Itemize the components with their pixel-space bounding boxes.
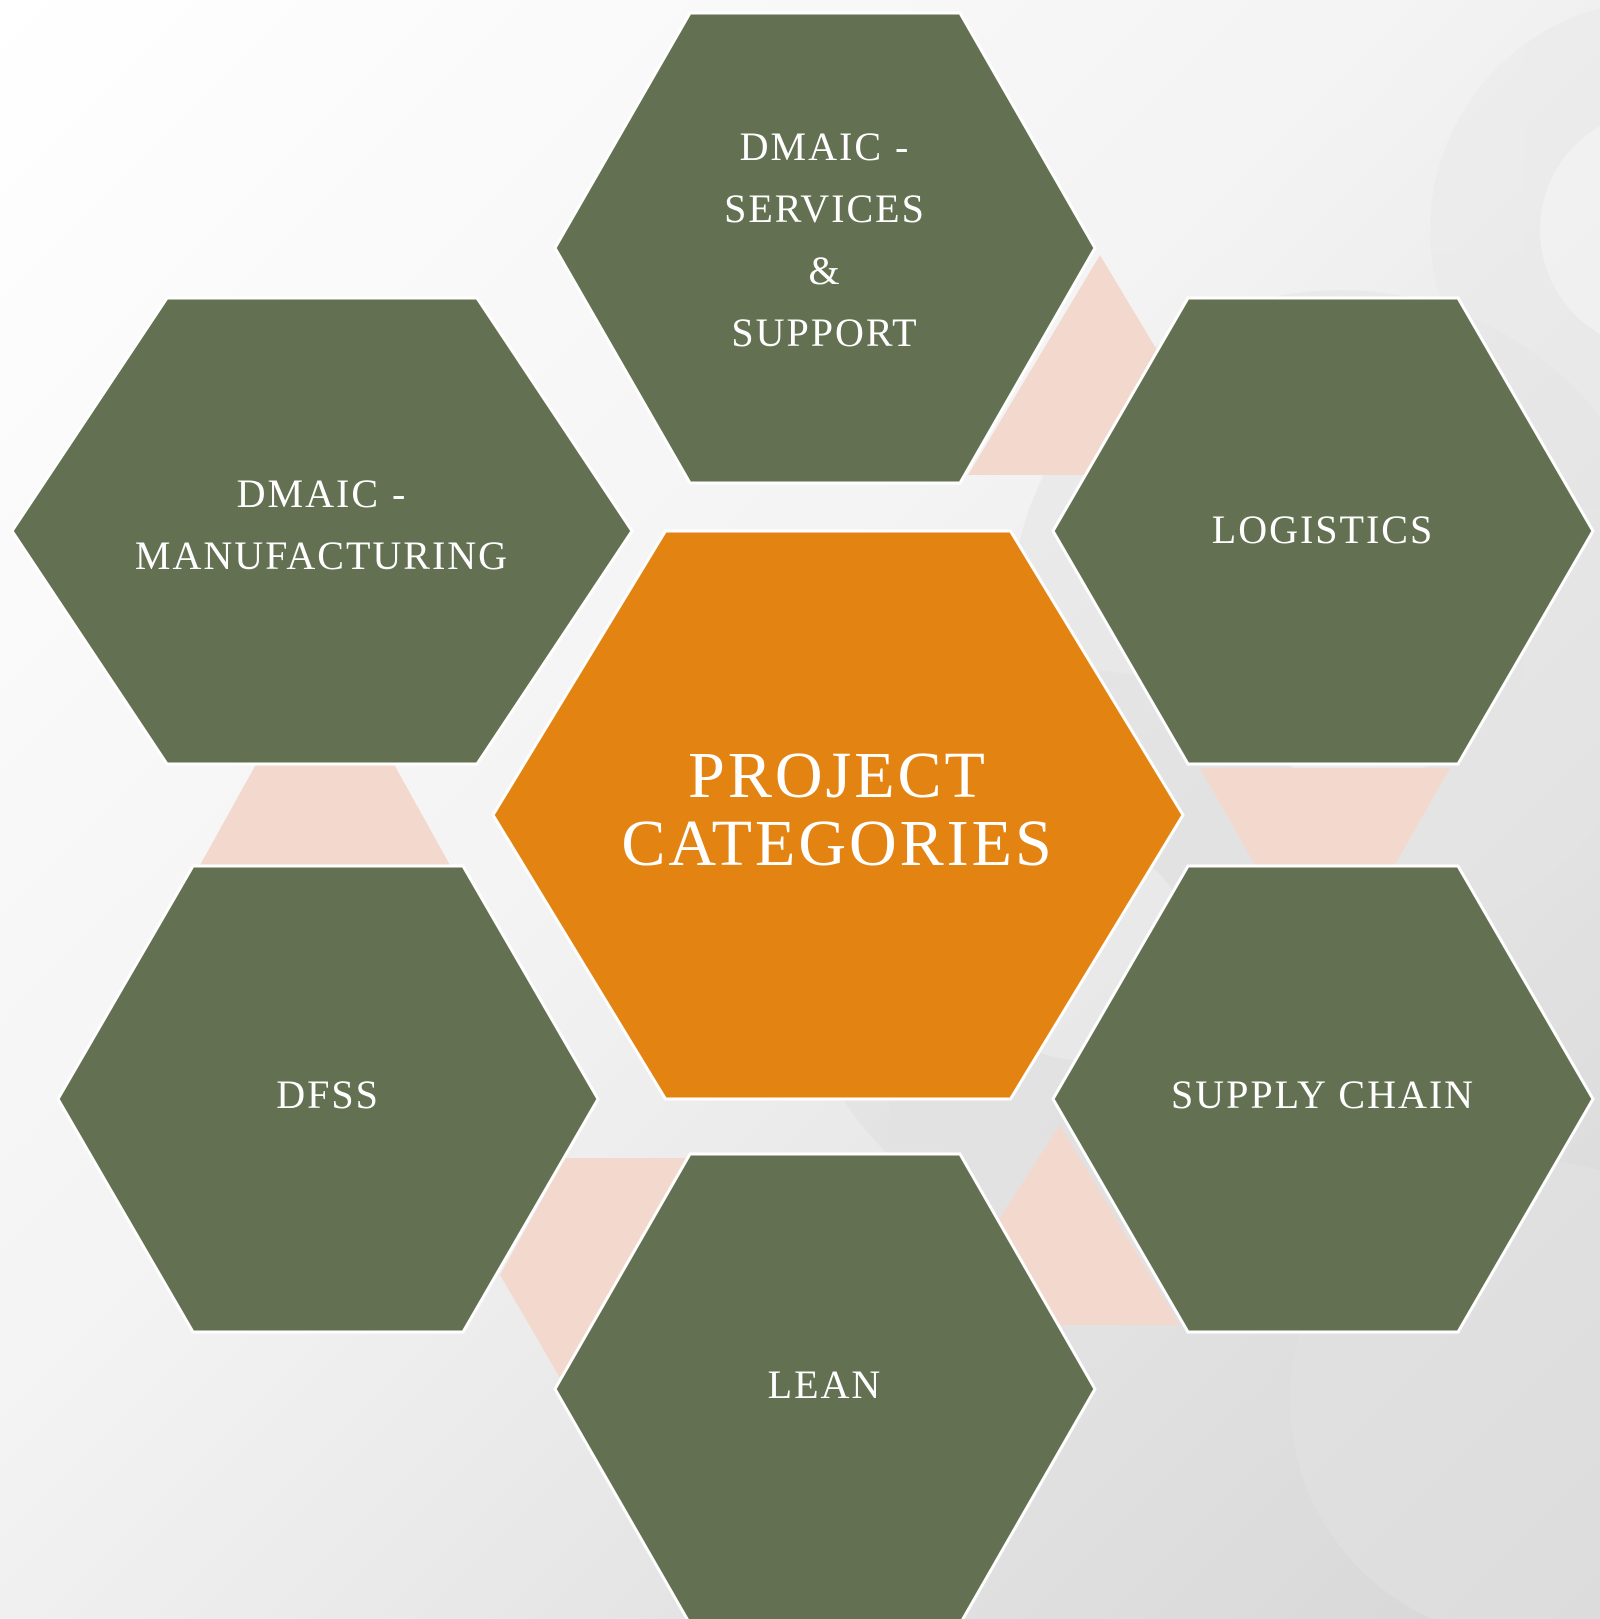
connector-bottom-right	[995, 1125, 1180, 1325]
hex-supply-chain[interactable]	[1051, 864, 1595, 1334]
label-line: DFSS	[276, 1072, 380, 1117]
label-line: LEAN	[767, 1362, 883, 1407]
label-line: DMAIC -	[236, 471, 408, 516]
hex-logistics[interactable]	[1051, 296, 1595, 766]
label-line: SUPPLY CHAIN	[1170, 1072, 1476, 1117]
label-line: &	[808, 248, 842, 293]
hexagons	[10, 11, 1595, 1619]
label-line: MANUFACTURING	[134, 533, 510, 578]
hex-lean[interactable]	[553, 1152, 1097, 1619]
title-line: PROJECT	[688, 739, 988, 812]
hex-services[interactable]	[553, 11, 1097, 485]
center-title: PROJECT CATEGORIES	[578, 735, 1098, 885]
label-line: SERVICES	[724, 186, 926, 231]
category-label-supply-chain: SUPPLY CHAIN	[1133, 1065, 1513, 1125]
hex-center[interactable]	[491, 529, 1185, 1101]
label-line: SUPPORT	[731, 310, 919, 355]
hex-dfss[interactable]	[56, 864, 600, 1334]
category-label-logistics: LOGISTICS	[1133, 500, 1513, 560]
hex-manufacturing[interactable]	[10, 296, 634, 766]
connector-right	[1200, 768, 1450, 865]
connector-left	[200, 757, 450, 865]
label-line: LOGISTICS	[1211, 507, 1435, 552]
label-line: DMAIC -	[739, 124, 911, 169]
connector-bottom-left	[500, 1158, 690, 1378]
category-label-dfss: DFSS	[178, 1065, 478, 1125]
title-line: CATEGORIES	[621, 807, 1055, 880]
category-label-manufacturing: DMAIC - MANUFACTURING	[92, 455, 552, 595]
category-label-services: DMAIC - SERVICES & SUPPORT	[680, 115, 970, 365]
category-label-lean: LEAN	[685, 1355, 965, 1415]
